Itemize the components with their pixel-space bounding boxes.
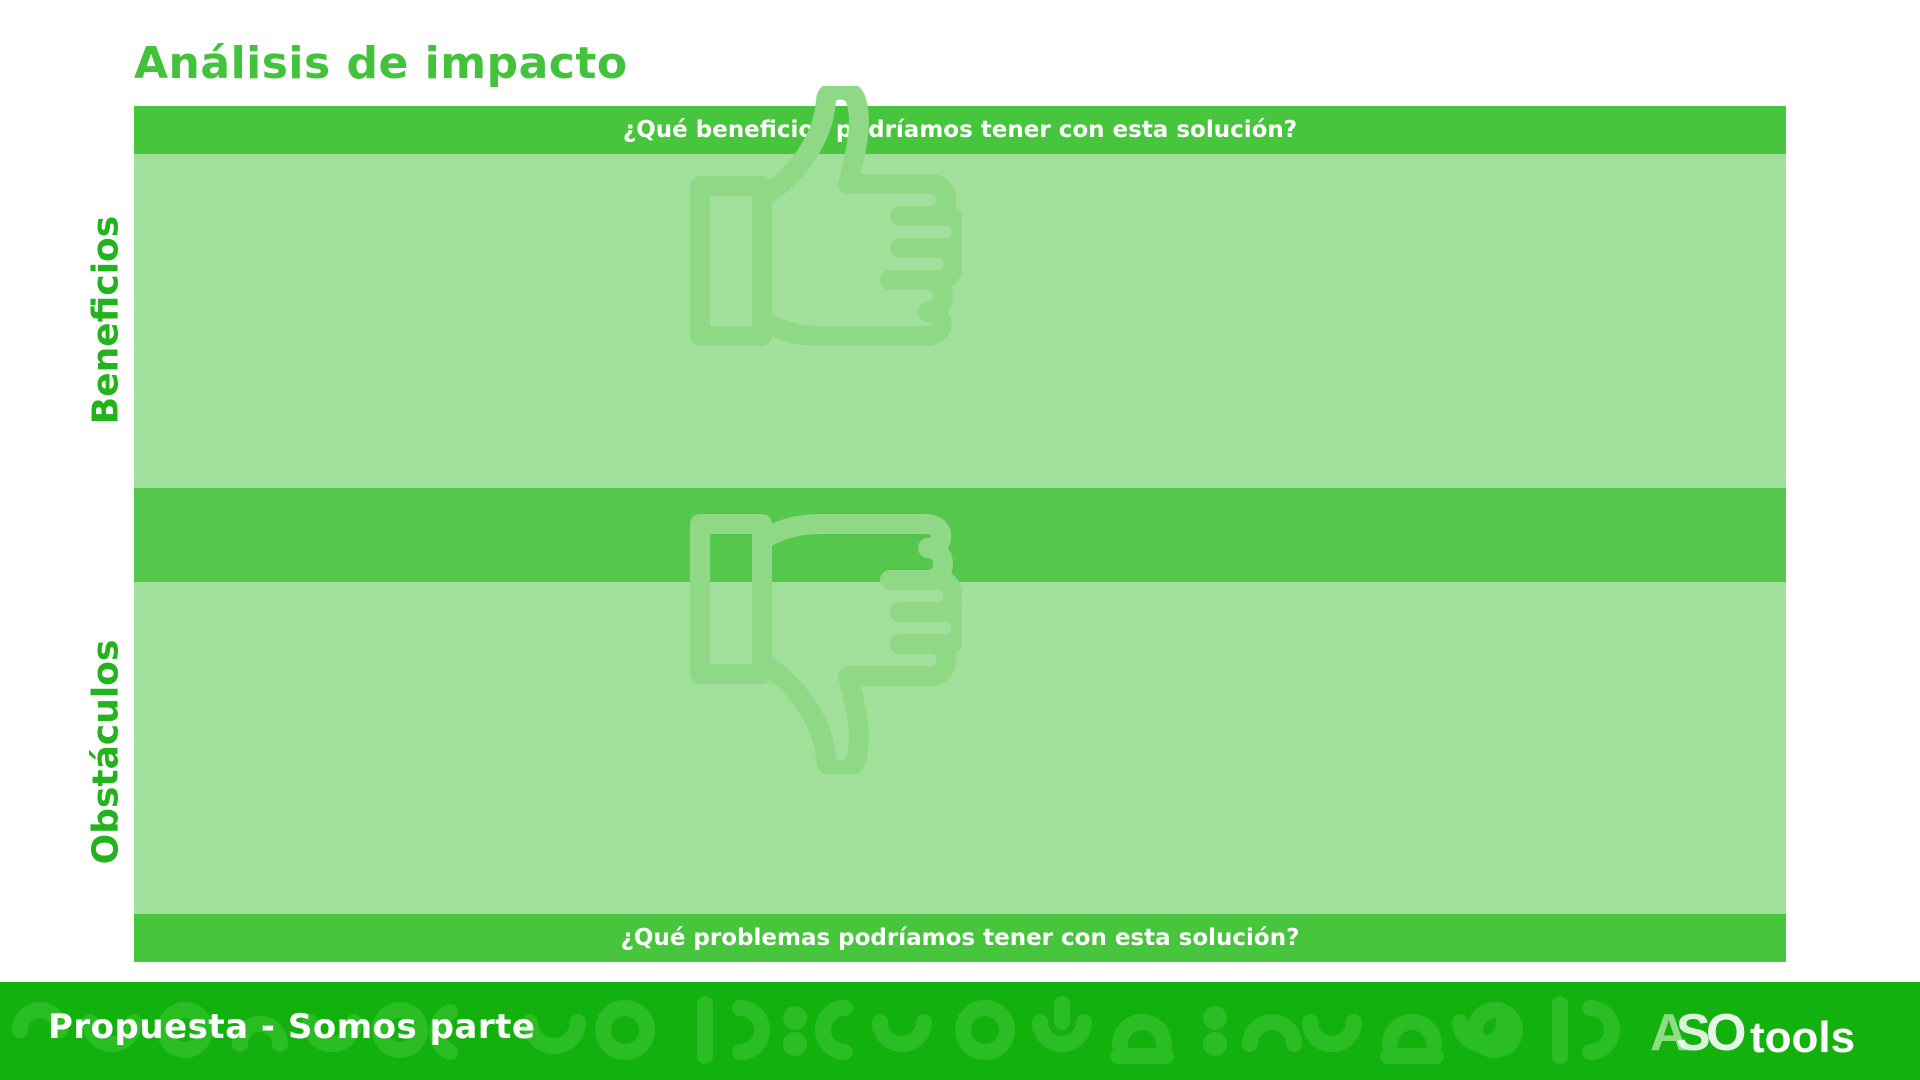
benefits-question-header: ¿Qué beneficios podríamos tener con esta… bbox=[134, 106, 1786, 154]
thumbs-up-icon bbox=[690, 86, 962, 346]
benefits-zone[interactable] bbox=[134, 154, 1786, 488]
footer-pattern-decoration bbox=[12, 996, 1620, 1064]
svg-text:O: O bbox=[1706, 1004, 1746, 1062]
problems-question-footer: ¿Qué problemas podríamos tener con esta … bbox=[134, 914, 1786, 962]
svg-text:S: S bbox=[1676, 1004, 1709, 1062]
footer-title: Propuesta - Somos parte bbox=[48, 1007, 536, 1047]
asotools-logo: A S O tools bbox=[1650, 1004, 1855, 1062]
thumbs-down-icon bbox=[690, 514, 962, 774]
benefits-side-label: Beneficios bbox=[85, 215, 127, 425]
svg-text:tools: tools bbox=[1750, 1013, 1855, 1062]
footer-bar: Propuesta - Somos parte A S O tools bbox=[0, 982, 1920, 1080]
page-title: Análisis de impacto bbox=[134, 38, 628, 89]
obstacles-side-label: Obstáculos bbox=[85, 639, 127, 865]
